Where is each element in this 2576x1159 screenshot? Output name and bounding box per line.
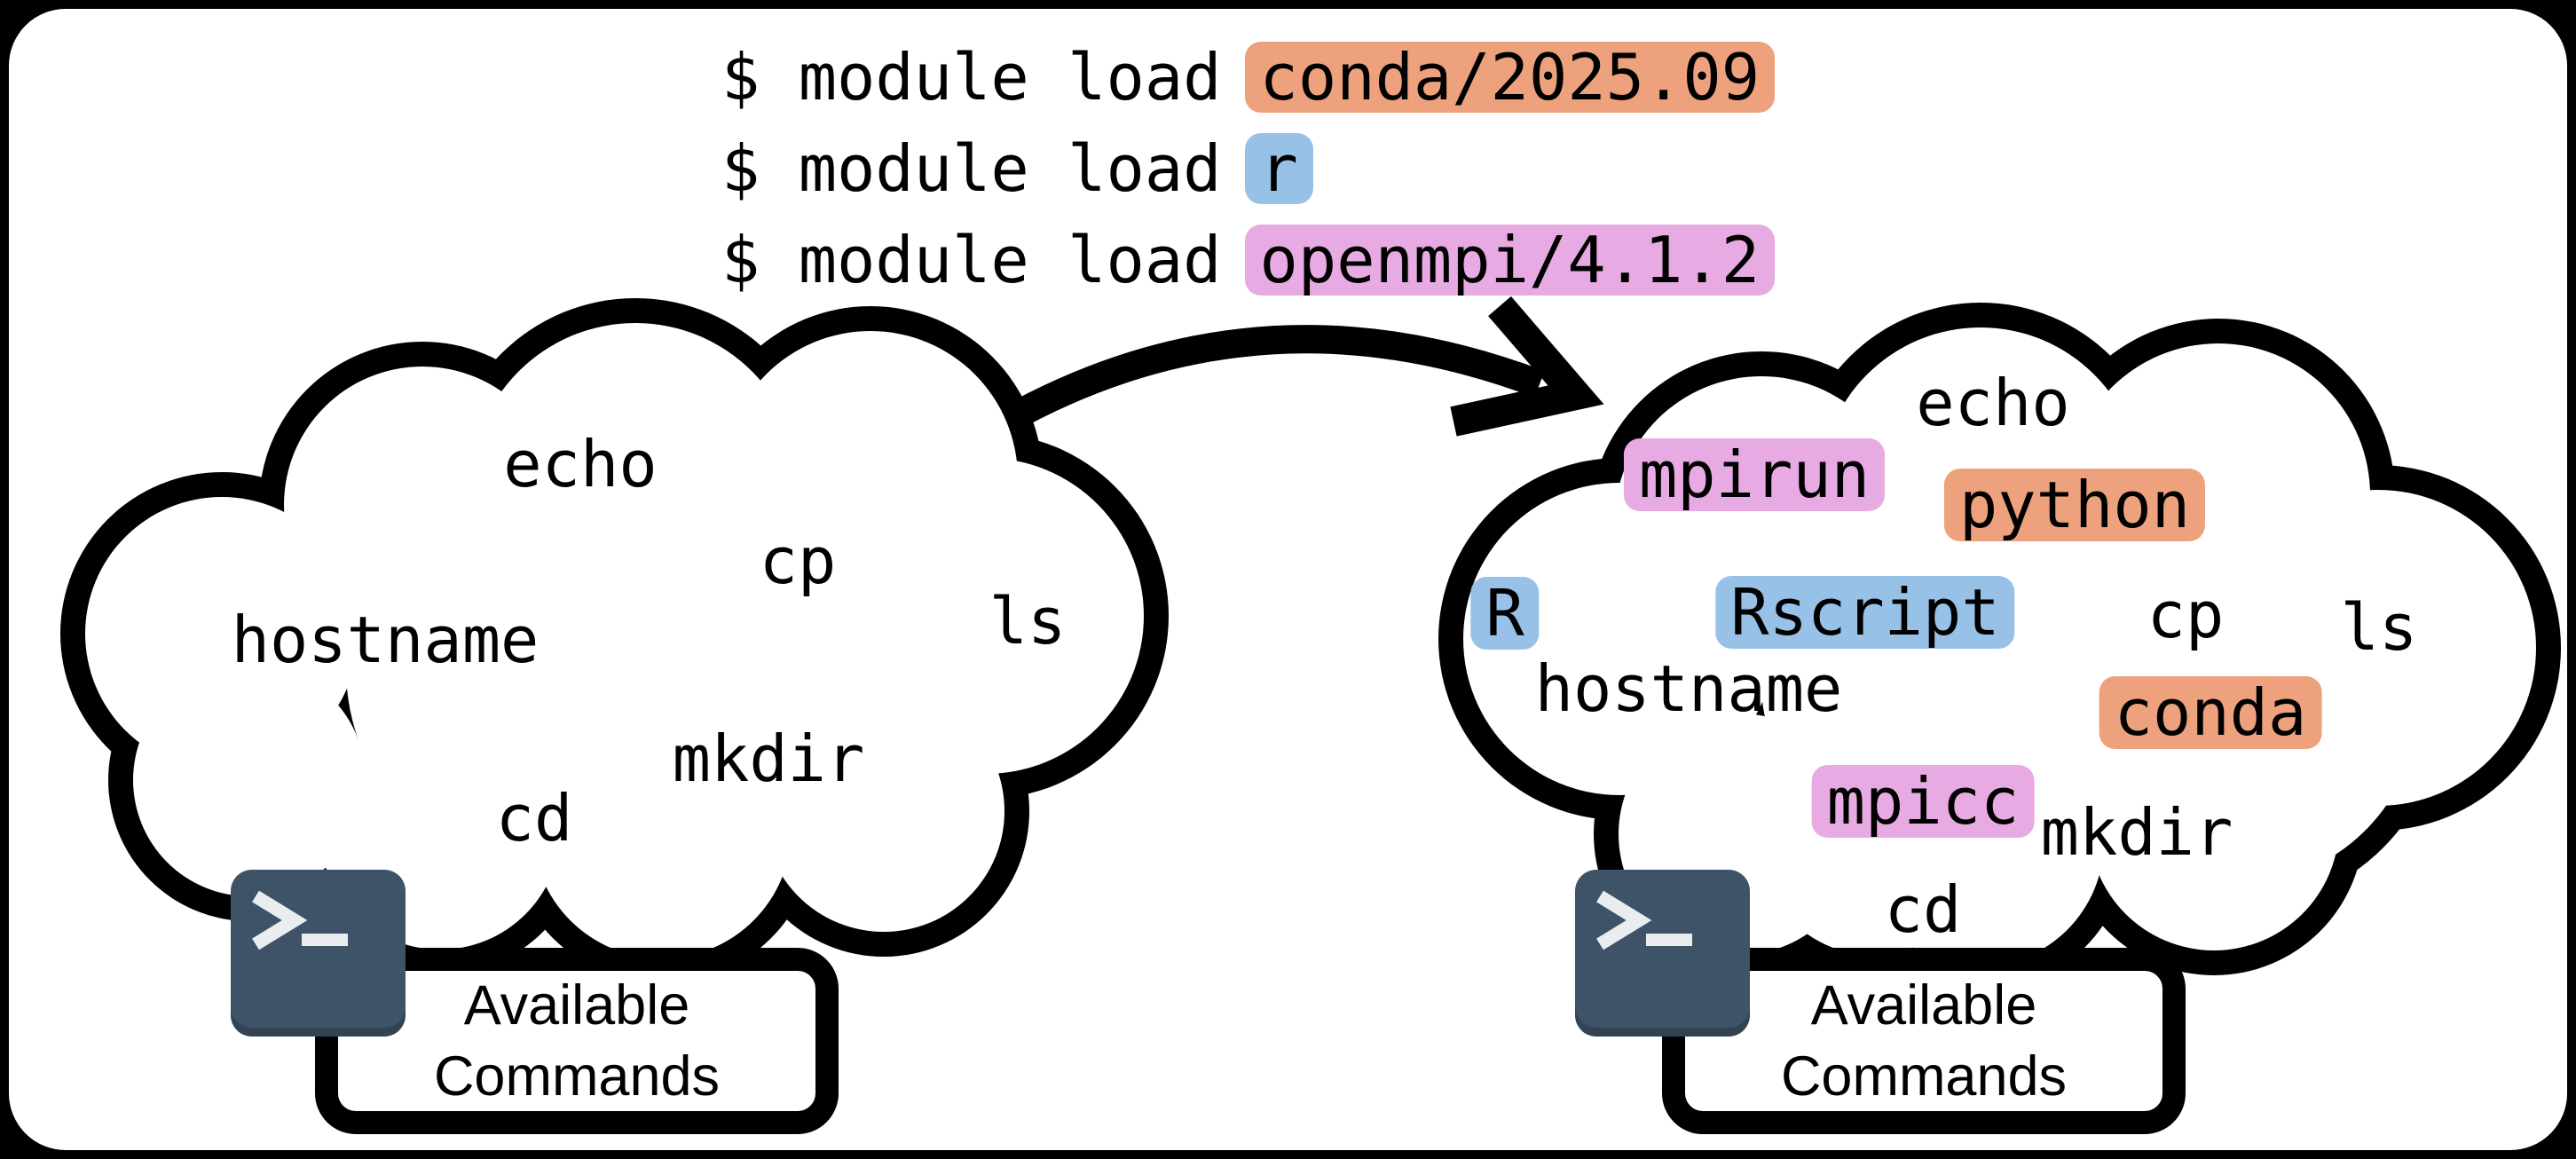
shell-prompt-text: $ module load [721, 223, 1222, 297]
label-line: Available [463, 974, 690, 1037]
cloud-command-ls: ls [989, 584, 1067, 658]
label-line: Commands [1780, 1045, 2068, 1108]
curved-arrow-icon [981, 296, 1604, 443]
module-name-highlight: conda/2025.09 [1244, 42, 1776, 113]
module-name-highlight: openmpi/4.1.2 [1244, 225, 1776, 296]
cloud-command-echo: echo [503, 427, 658, 501]
shell-prompt-text: $ module load [721, 131, 1222, 206]
diagram-canvas: $ module load conda/2025.09 $ module load r… [9, 9, 2567, 1150]
terminal-prompt-icon [231, 870, 406, 1037]
shell-prompt-text: $ module load [721, 40, 1222, 114]
module-load-commands: $ module load conda/2025.09 $ module load r… [721, 32, 1776, 306]
cloud-command-hostname: hostname [1534, 651, 1843, 726]
cloud-command-cp: cp [2147, 578, 2225, 652]
command-line: $ module load openmpi/4.1.2 [721, 215, 1776, 306]
cloud-outline [60, 298, 1169, 983]
cloud-command-hostname: hostname [231, 603, 540, 677]
cloud-command-mkdir: mkdir [2040, 795, 2233, 870]
cloud-command-cd: cd [495, 781, 573, 855]
label-line: Available [1810, 974, 2037, 1037]
cloud-command-ls: ls [2340, 590, 2418, 665]
cloud-command-mpicc: mpicc [1811, 765, 2035, 838]
cloud-command-python: python [1943, 469, 2206, 541]
terminal-prompt-icon [1575, 870, 1750, 1037]
cloud-command-Rscript: Rscript [1715, 576, 2015, 649]
command-line: $ module load conda/2025.09 [721, 32, 1776, 123]
cloud-command-echo: echo [1916, 366, 2070, 440]
available-commands-cloud-before: echo cp hostname ls mkdir cd [59, 296, 1170, 984]
module-name-highlight: r [1244, 133, 1313, 204]
cloud-command-mpirun: mpirun [1623, 438, 1886, 511]
cloud-command-cd: cd [1884, 872, 1962, 947]
cloud-command-R: R [1470, 577, 1540, 650]
cloud-command-cp: cp [759, 524, 837, 598]
cloud-command-mkdir: mkdir [672, 721, 865, 796]
label-line: Commands [433, 1045, 721, 1108]
cloud-command-conda: conda [2099, 676, 2322, 749]
command-line: $ module load r [721, 123, 1775, 215]
